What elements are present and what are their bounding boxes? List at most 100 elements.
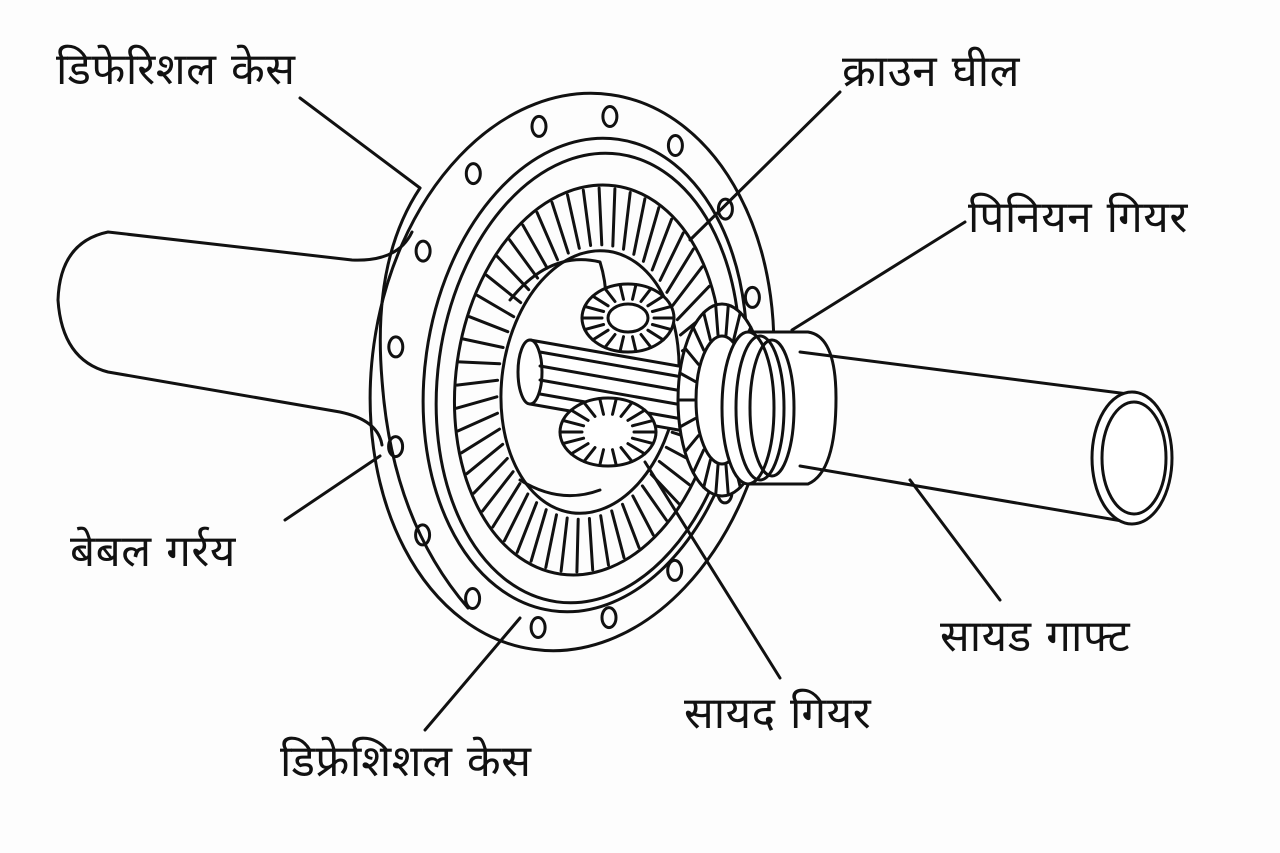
crown-tooth [599, 514, 610, 567]
gear-tooth [683, 346, 700, 366]
gear-tooth [582, 446, 597, 463]
label-side-shaft: सायड गाफ्ट [940, 611, 1131, 662]
label-differential-case-bottom: डिफ्रेशिशल केस [280, 736, 532, 787]
gear-tooth [691, 325, 706, 352]
label-pinion-gear: पिनियन गियर [968, 192, 1188, 243]
bolt-hole [530, 114, 548, 138]
leader-lines [283, 90, 1002, 732]
label-bevel-gear: बेबल गर्रय [70, 526, 236, 577]
gear-tooth [683, 434, 700, 454]
gear-tooth [714, 303, 720, 337]
crown-tooth [550, 200, 570, 255]
gear-tooth [611, 397, 618, 416]
crown-tooth [665, 247, 695, 294]
gear-tooth [603, 333, 617, 349]
gear-tooth [626, 408, 647, 422]
label-side-gear: सायद गियर [684, 688, 872, 739]
crown-tooth [657, 459, 691, 487]
label-crown-wheel: क्राउन घील [842, 46, 1020, 97]
crown-tooth [529, 508, 548, 563]
gear-tooth [583, 323, 606, 332]
gear-tooth [650, 304, 673, 313]
cross-shaft [516, 338, 692, 434]
crown-tooth [559, 516, 569, 573]
crown-wheel-teeth [455, 186, 721, 574]
bolt-hole [414, 239, 432, 263]
bolt-hole [716, 197, 734, 221]
crown-tooth [481, 470, 515, 513]
gear-tooth [630, 418, 655, 428]
gear-tooth [626, 442, 647, 456]
side-shaft [798, 350, 1174, 526]
gear-tooth [611, 448, 618, 467]
bolt-hole [743, 285, 761, 309]
gear-tooth [724, 303, 730, 337]
crown-tooth [467, 315, 510, 334]
gear-tooth [603, 287, 617, 303]
gear-tooth [618, 283, 625, 301]
bolt-hole [387, 335, 405, 359]
label-differential-case-top: डिफेरिशल केस [56, 44, 296, 95]
gear-tooth [631, 335, 638, 353]
gear-tooth [646, 294, 665, 308]
crown-tooth [515, 501, 539, 554]
pinion-gear-upper [580, 282, 676, 354]
gear-tooth [619, 446, 634, 463]
gear-tooth [724, 463, 730, 497]
crown-tooth [622, 191, 632, 251]
gear-tooth [691, 448, 706, 475]
crown-tooth [597, 186, 604, 247]
bolt-hole [600, 606, 618, 630]
crown-tooth [535, 210, 559, 262]
crown-tooth [611, 187, 617, 248]
gear-tooth [561, 436, 586, 446]
gear-tooth [678, 371, 697, 383]
gear-tooth [714, 463, 720, 497]
crown-tooth [502, 492, 530, 543]
crown-tooth [621, 502, 641, 550]
shaft-collar [720, 330, 838, 486]
crown-tooth [641, 206, 661, 263]
gear-tooth [569, 408, 590, 422]
crown-tooth [475, 293, 516, 319]
gear-tooth [732, 311, 742, 342]
gear-tooth [582, 401, 597, 418]
crown-tooth [640, 484, 668, 522]
gear-tooth [569, 442, 590, 456]
crown-tooth [566, 193, 581, 250]
crown-tooth [675, 284, 711, 322]
gear-tooth [561, 418, 586, 428]
bolt-hole [464, 162, 482, 186]
gear-tooth [598, 448, 605, 467]
bolt-hole [666, 134, 684, 157]
crown-tooth [472, 457, 509, 495]
crown-tooth [610, 509, 626, 560]
gear-tooth [646, 328, 665, 342]
crown-tooth [632, 197, 647, 256]
gear-tooth [702, 311, 712, 342]
crown-tooth [581, 188, 593, 247]
gear-tooth [583, 304, 606, 313]
left-axle-housing [56, 230, 414, 447]
pinion-gear-lower [558, 396, 658, 468]
crown-tooth [457, 360, 502, 366]
bolt-hole [464, 587, 482, 610]
bolt-hole [387, 435, 405, 459]
case-flange-edge [378, 186, 470, 610]
gear-tooth [650, 323, 673, 332]
crown-tooth [587, 517, 595, 572]
bolt-hole [601, 105, 619, 128]
gear-tooth [591, 328, 610, 342]
gear-tooth [678, 417, 697, 429]
crown-tooth [455, 395, 499, 410]
bolt-hole [414, 523, 432, 547]
crown-tooth [631, 494, 655, 537]
crown-tooth [544, 513, 558, 569]
crown-tooth [465, 442, 505, 476]
gear-tooth [639, 333, 653, 349]
gear-tooth [631, 283, 638, 301]
gear-tooth [630, 436, 655, 446]
crown-tooth [521, 223, 549, 270]
